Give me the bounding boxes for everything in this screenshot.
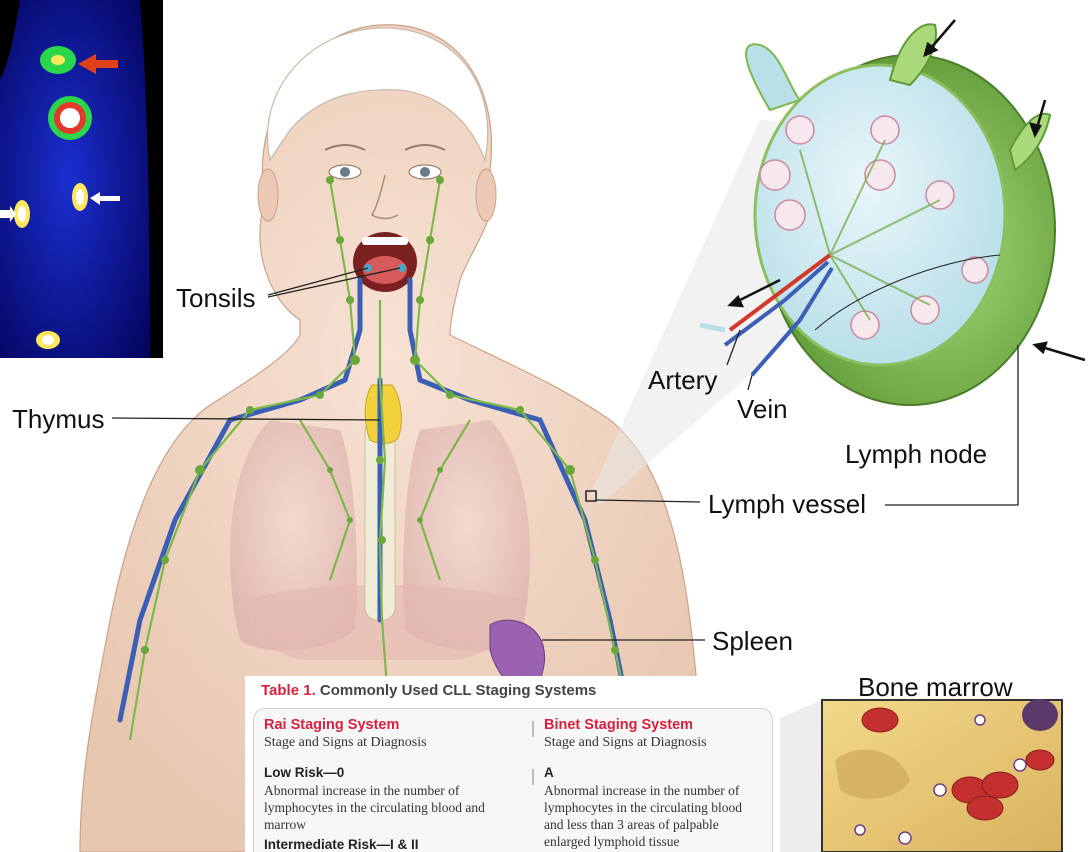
rai-heading: Rai Staging System (264, 717, 514, 733)
binet-heading: Binet Staging System (544, 717, 764, 733)
label-lymph-vessel: Lymph vessel (708, 491, 866, 517)
label-vein: Vein (737, 396, 788, 422)
rai-stage-low: Low Risk—0 (264, 765, 514, 780)
rai-subheading: Stage and Signs at Diagnosis (264, 735, 514, 751)
label-lymph-node: Lymph node (845, 441, 987, 467)
binet-subheading: Stage and Signs at Diagnosis (544, 735, 764, 751)
binet-stage-a-desc: Abnormal increase in the number of lymph… (544, 782, 764, 850)
label-spleen: Spleen (712, 628, 793, 654)
rai-stage-low-desc: Abnormal increase in the number of lymph… (264, 782, 514, 833)
label-thymus: Thymus (12, 406, 104, 432)
pet-scan-image (0, 0, 163, 358)
label-artery: Artery (648, 367, 717, 393)
rai-column: Rai Staging System Stage and Signs at Di… (264, 717, 514, 852)
staging-table: Table 1. Commonly Used CLL Staging Syste… (245, 676, 780, 852)
bone-marrow-inset (780, 699, 1062, 852)
column-divider (532, 721, 534, 737)
binet-stage-a: A (544, 765, 764, 780)
table-caption: Table 1. Commonly Used CLL Staging Syste… (261, 682, 596, 699)
table-number: Table 1. (261, 682, 316, 699)
rai-stage-intermediate: Intermediate Risk—I & II (264, 837, 514, 852)
column-divider (532, 769, 534, 785)
table-box: Rai Staging System Stage and Signs at Di… (253, 708, 773, 852)
label-tonsils: Tonsils (176, 285, 255, 311)
table-title: Commonly Used CLL Staging Systems (320, 682, 596, 699)
label-bone-marrow: Bone marrow (858, 674, 1013, 700)
binet-column: Binet Staging System Stage and Signs at … (544, 717, 764, 850)
